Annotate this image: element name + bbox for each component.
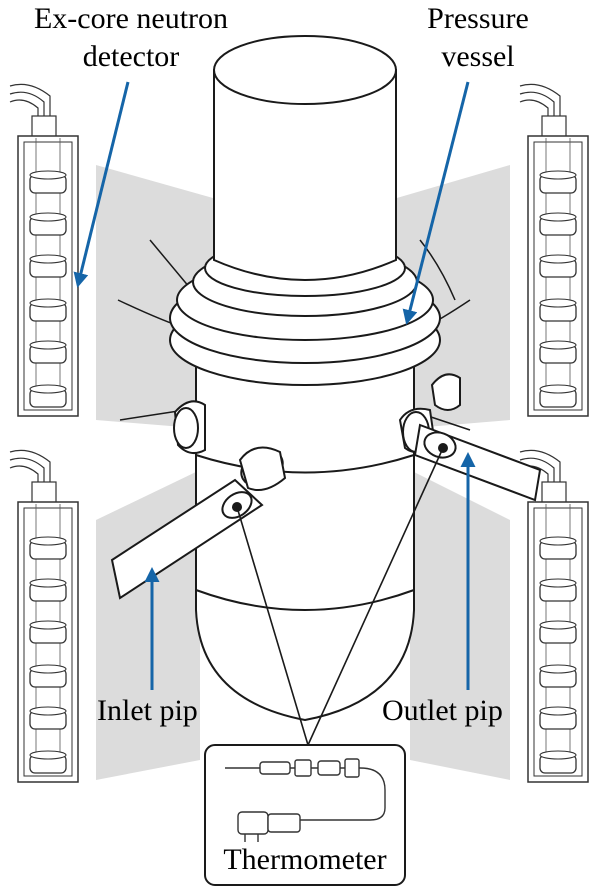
thermometer-inset	[204, 744, 406, 886]
nozzles	[173, 373, 461, 455]
vessel-label-line1: Pressure	[427, 2, 529, 35]
thermometer-label: Thermometer	[223, 843, 387, 876]
annotation-arrows	[73, 81, 476, 690]
vessel-label-line2: vessel	[441, 40, 515, 73]
outlet-pipe	[413, 423, 542, 502]
detector-bottom-right	[519, 449, 589, 783]
pressure-vessel	[169, 35, 441, 722]
detector-top-right	[519, 83, 589, 417]
detector-label-line2: detector	[82, 40, 180, 73]
outlet-label: Outlet pip	[382, 694, 503, 727]
detector-top-left	[9, 83, 79, 417]
detector-bottom-left	[9, 449, 79, 783]
vessel-arrow	[402, 81, 470, 325]
detector-label-line1: Ex-core neutron	[33, 2, 229, 35]
inlet-label: Inlet pip	[97, 694, 198, 727]
thermometer-leader-lines	[236, 447, 444, 746]
detector-arrow	[73, 81, 130, 288]
